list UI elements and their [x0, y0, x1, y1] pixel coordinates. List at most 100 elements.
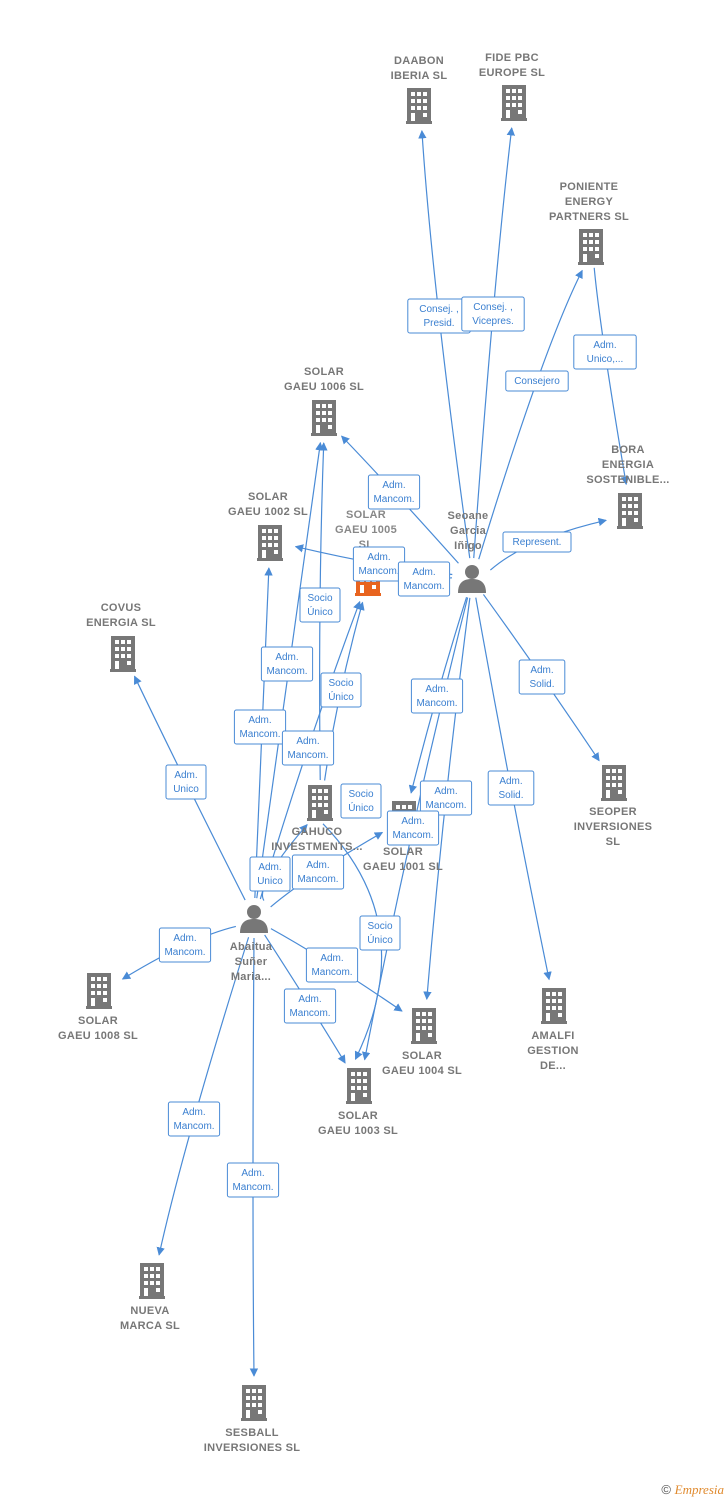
edge-label-abaitua-to-gaeu1005[interactable]: Adm.Mancom. [281, 730, 335, 766]
edge-label-box[interactable] [505, 370, 569, 392]
node-label: GESTION [527, 1045, 579, 1057]
edge-label-box[interactable] [461, 296, 525, 332]
building-icon[interactable] [110, 636, 136, 672]
node-label: INVERSIONES [574, 821, 653, 833]
company-node-amalfi[interactable]: AMALFIGESTIONDE... [527, 988, 579, 1072]
building-icon[interactable] [86, 973, 112, 1009]
edge-label-seoane-to-gaeu1005[interactable]: Adm.Mancom. [397, 561, 451, 597]
node-label: AMALFI [531, 1030, 574, 1042]
edge-label-poniente-to-bora[interactable]: Adm.Unico,... [573, 334, 637, 370]
edge-label-text: Adm. [401, 816, 424, 827]
building-icon[interactable] [406, 88, 432, 124]
building-icon[interactable] [578, 229, 604, 265]
edge-label-abaitua-to-sesball[interactable]: Adm.Mancom. [226, 1162, 280, 1198]
edge-label-abaitua-to-gaeu1003[interactable]: Adm.Mancom. [283, 988, 337, 1024]
edge-label-box[interactable] [419, 780, 473, 816]
edge-label-box[interactable] [233, 709, 287, 745]
company-node-gahuco[interactable]: GAHUCOINVESTMENTS... [271, 785, 363, 853]
person-icon[interactable] [458, 565, 486, 593]
edge-label-box[interactable] [281, 730, 335, 766]
edge-label-box[interactable] [305, 947, 359, 983]
edge-label-box[interactable] [320, 672, 362, 708]
building-icon[interactable] [139, 1263, 165, 1299]
edge-label-seoane-to-seoper[interactable]: Adm.Solid. [518, 659, 566, 695]
company-node-bora[interactable]: BORAENERGIASOSTENIBLE... [586, 444, 669, 529]
edge-label-text: Mancom. [239, 729, 280, 740]
building-icon[interactable] [411, 1008, 437, 1044]
person-icon[interactable] [240, 905, 268, 933]
edge-label-box[interactable] [386, 810, 440, 846]
edge-label-text: Socio [307, 593, 332, 604]
edge-label-box[interactable] [158, 927, 212, 963]
edge-label-text: Mancom. [358, 566, 399, 577]
person-node-abaitua[interactable]: AbaituaSuñerMaria... [230, 905, 273, 983]
building-icon[interactable] [541, 988, 567, 1024]
edge-label-box[interactable] [167, 1101, 221, 1137]
edge-label-abaitua-to-gaeu1002[interactable]: Adm.Mancom. [260, 646, 314, 682]
building-icon[interactable] [617, 493, 643, 529]
edge-label-box[interactable] [518, 659, 566, 695]
edge-label-box[interactable] [283, 988, 337, 1024]
edge-label-box[interactable] [340, 783, 382, 819]
edge-label-seoane-to-gaeu1003[interactable]: Adm.Mancom. [386, 810, 440, 846]
edge-label-seoane-to-gaeu1006[interactable]: Adm.Mancom. [367, 474, 421, 510]
edge-label-box[interactable] [260, 646, 314, 682]
edge-label-abaitua-to-gaeu1001[interactable]: Adm.Mancom. [291, 854, 345, 890]
building-icon[interactable] [307, 785, 333, 821]
edge-label-text: Adm. [275, 652, 298, 663]
edge-label-abaitua-to-gahuco[interactable]: Adm.Unico [249, 856, 291, 892]
edge-label-box[interactable] [249, 856, 291, 892]
building-icon[interactable] [501, 85, 527, 121]
edge-label-seoane-to-gaeu1002[interactable]: Adm.Mancom. [352, 546, 406, 582]
edge-label-seoane-to-gaeu1001[interactable]: Adm.Mancom. [410, 678, 464, 714]
edge-label-abaitua-to-nueva[interactable]: Adm.Mancom. [167, 1101, 221, 1137]
edge-label-box[interactable] [359, 915, 401, 951]
building-icon[interactable] [241, 1385, 267, 1421]
edge-label-box[interactable] [165, 764, 207, 800]
building-icon[interactable] [311, 400, 337, 436]
edge-label-box[interactable] [397, 561, 451, 597]
node-label: EUROPE SL [479, 67, 545, 79]
edge-label-abaitua-to-covus[interactable]: Adm.Unico [165, 764, 207, 800]
edge-label-box[interactable] [299, 587, 341, 623]
empresia-logo[interactable]: Empresia [674, 1482, 724, 1497]
edge-label-seoane-to-bora[interactable]: Represent. [502, 531, 572, 553]
edge-label-abaitua-to-gaeu1004[interactable]: Adm.Mancom. [305, 947, 359, 983]
edge-label-seoane-to-daabon[interactable]: Consej. ,Presid. [407, 298, 471, 334]
edge-label-seoane-to-poniente[interactable]: Consejero [505, 370, 569, 392]
edge-label-seoane-to-amalfi[interactable]: Adm.Solid. [487, 770, 535, 806]
edge-label-box[interactable] [487, 770, 535, 806]
building-icon[interactable] [601, 765, 627, 801]
edge-label-box[interactable] [226, 1162, 280, 1198]
edge-label-abaitua-to-gaeu1008[interactable]: Adm.Mancom. [158, 927, 212, 963]
edge-label-box[interactable] [367, 474, 421, 510]
edge-label-seoane-to-gaeu1004[interactable]: Adm.Mancom. [419, 780, 473, 816]
edge-label-box[interactable] [502, 531, 572, 553]
building-icon[interactable] [346, 1068, 372, 1104]
edge-label-box[interactable] [291, 854, 345, 890]
edge-label-box[interactable] [573, 334, 637, 370]
edge-label-seoane-to-fide[interactable]: Consej. ,Vicepres. [461, 296, 525, 332]
building-icon[interactable] [257, 525, 283, 561]
edge-label-box[interactable] [410, 678, 464, 714]
edge-label-abaitua-to-gaeu1006[interactable]: Adm.Mancom. [233, 709, 287, 745]
node-label: COVUS [101, 602, 142, 614]
